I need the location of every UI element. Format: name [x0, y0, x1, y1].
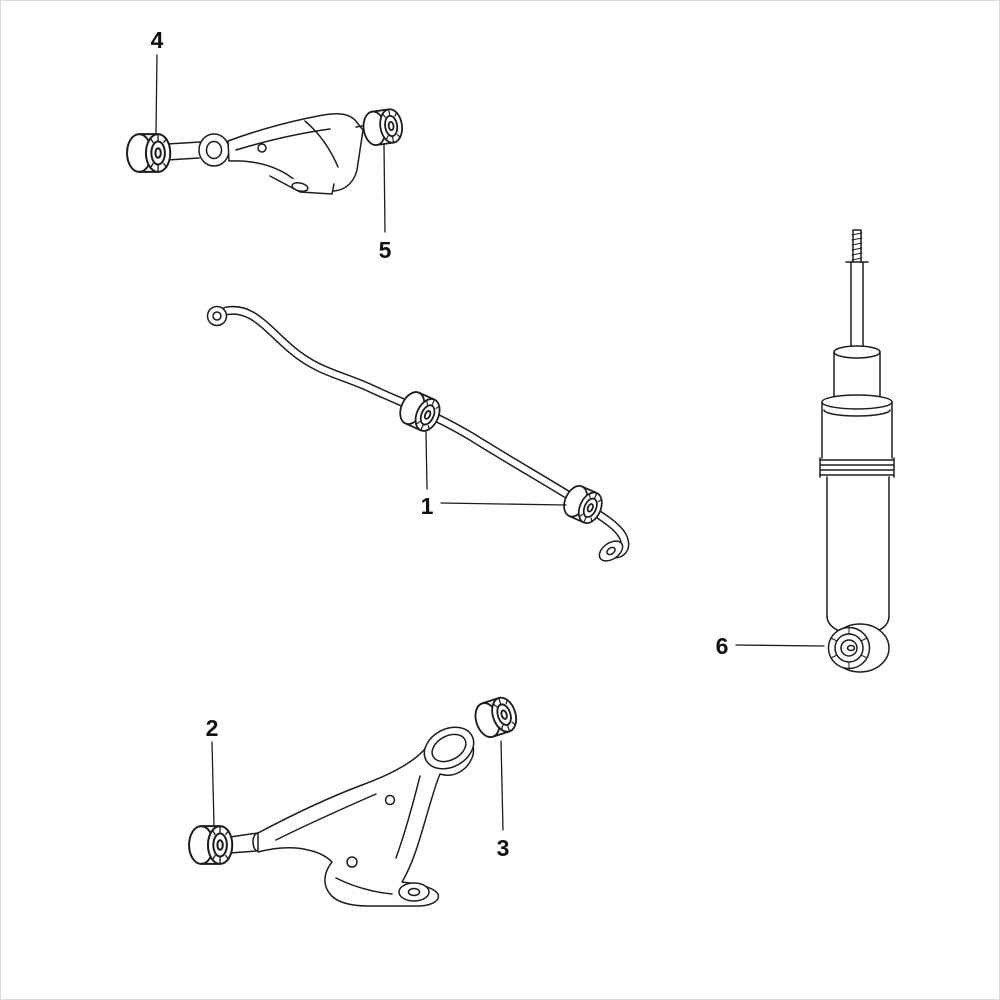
bushing-6-hatch: [830, 627, 868, 669]
bushing-5: [360, 106, 406, 148]
leader-line-1a: [425, 431, 428, 490]
leader-line-5: [383, 144, 386, 233]
shock-upper-body-seam: [823, 409, 891, 417]
leader-lines: [155, 54, 825, 831]
lower-control-arm: [229, 726, 475, 907]
arm-fork-line: [304, 120, 339, 168]
arm-hole: [257, 143, 267, 153]
leader-line-2: [211, 741, 215, 827]
shock-rod: [845, 261, 869, 350]
shock-rib-collar: [819, 457, 895, 478]
shock-absorber: [819, 229, 895, 673]
lower-arm-loop-inner: [431, 733, 467, 763]
label-3: 3: [497, 835, 510, 861]
label-4: 4: [151, 27, 164, 53]
diagram-art: 4 5 1 2 3 6: [126, 27, 895, 907]
shock-thread-stud: [852, 229, 862, 263]
leader-line-3: [500, 740, 504, 831]
bushing-3: [470, 693, 522, 742]
arm-body-outline: [227, 113, 364, 192]
lower-arm-flange-line: [395, 775, 421, 859]
bar-end-paddle-hole: [606, 546, 616, 556]
lower-arm-web-line: [275, 793, 377, 841]
label-2: 2: [206, 715, 219, 741]
bushing-2: [188, 825, 234, 865]
arm-ridge-line: [235, 128, 331, 151]
bushing-4: [126, 133, 172, 173]
bushing-6: [827, 626, 871, 670]
arm-eye-inner: [205, 140, 223, 160]
labels: 4 5 1 2 3 6: [151, 27, 729, 861]
shock-main-tube: [826, 476, 890, 617]
shock-bumpstop-top: [833, 345, 881, 359]
stabilizer-bar: [206, 305, 630, 562]
shock-upper-body-sides: [821, 401, 893, 459]
bar-end-eyelet-hole: [212, 311, 222, 321]
bushing-1a: [394, 387, 446, 436]
lower-arm-hole-1: [384, 794, 396, 806]
bar-tube-inner: [223, 307, 628, 558]
label-1: 1: [421, 493, 434, 519]
ball-joint-inner: [407, 887, 421, 897]
lower-arm-hole-2: [346, 856, 358, 868]
arm-bracket-slot: [291, 181, 309, 193]
bushing-6-center: [846, 644, 856, 652]
label-5: 5: [379, 237, 392, 263]
leader-line-6: [735, 644, 825, 647]
shock-thread-hatch: [851, 232, 863, 261]
upper-control-arm: [166, 113, 369, 195]
leader-line-4: [155, 54, 158, 134]
label-6: 6: [716, 633, 729, 659]
shock-upper-body-top: [821, 394, 893, 410]
arm-shaft: [166, 141, 201, 161]
shock-bumpstop-body: [833, 351, 881, 400]
lower-arm-stub: [229, 832, 259, 854]
lower-arm-foot-line: [335, 877, 393, 895]
leader-line-1b: [440, 502, 567, 506]
